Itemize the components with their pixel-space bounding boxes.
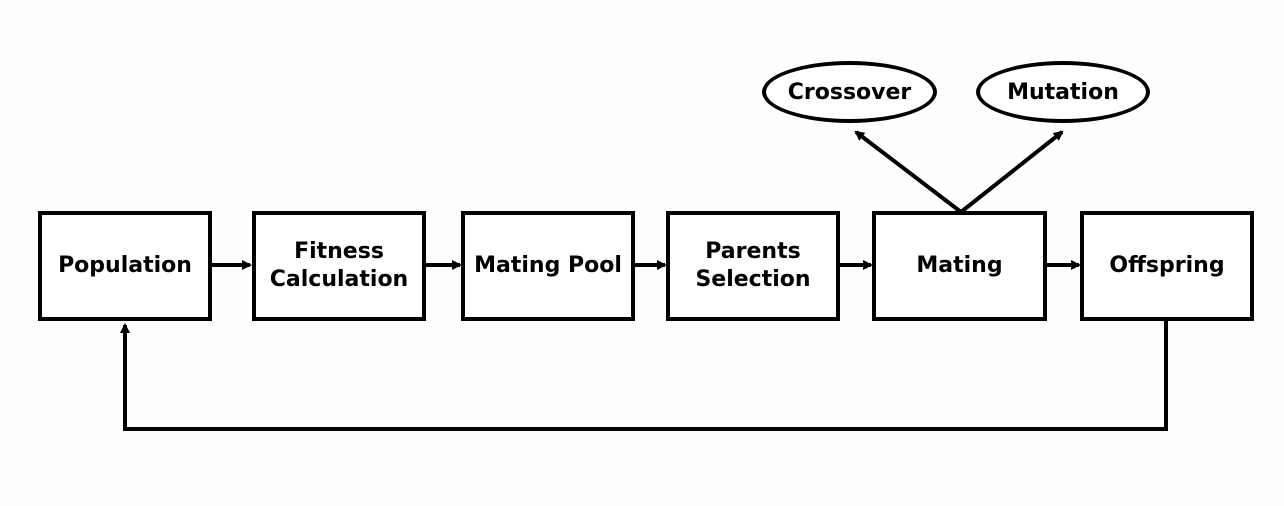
node-parents-selection: Parents Selection (666, 211, 840, 321)
node-offspring: Offspring (1080, 211, 1254, 321)
node-mating: Mating (872, 211, 1047, 321)
edge-offspring-to-population (120, 321, 1168, 431)
node-mating-pool-label: Mating Pool (474, 253, 622, 278)
node-offspring-label: Offspring (1109, 253, 1225, 278)
node-crossover: Crossover (762, 61, 937, 123)
node-fitness-calculation: Fitness Calculation (252, 211, 426, 321)
node-parents-selection-label: Parents Selection (695, 239, 811, 292)
node-mating-pool: Mating Pool (461, 211, 635, 321)
node-population: Population (38, 211, 212, 321)
node-population-label: Population (58, 253, 192, 278)
edge-mating-to-mutation (959, 130, 1064, 214)
node-fitness-calculation-label: Fitness Calculation (269, 239, 409, 292)
node-mutation-label: Mutation (1007, 79, 1119, 105)
node-crossover-label: Crossover (787, 79, 912, 105)
node-mating-label: Mating (916, 253, 1003, 278)
edge-mating-to-crossover (854, 130, 963, 214)
node-mutation: Mutation (976, 61, 1150, 123)
